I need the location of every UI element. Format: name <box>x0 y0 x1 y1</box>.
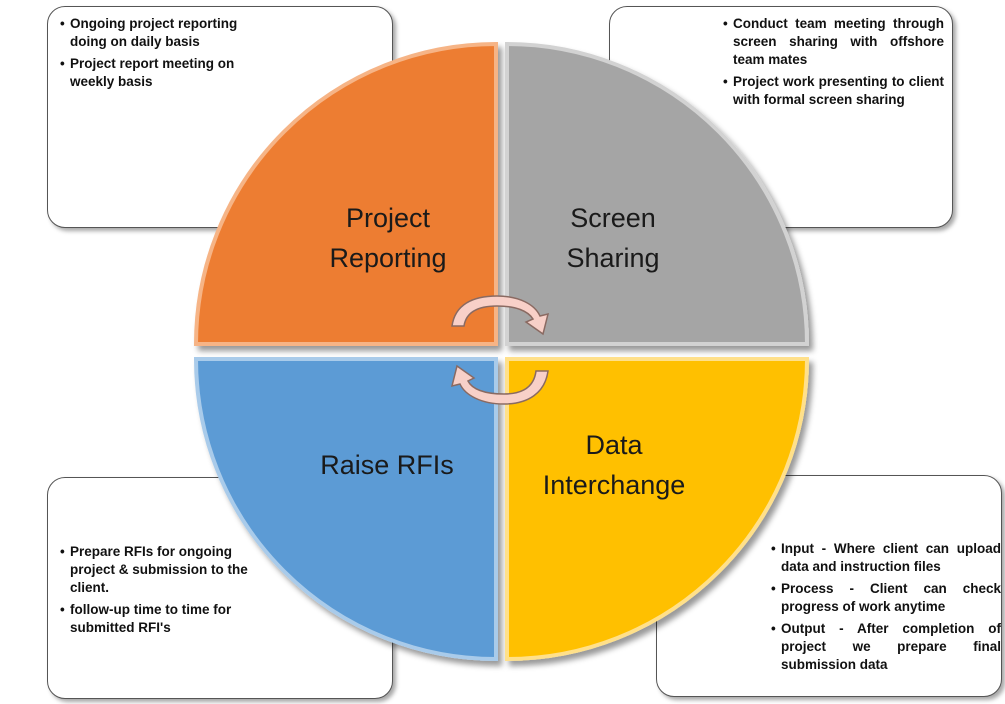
quadrant-raise-rfis <box>193 357 498 662</box>
note-item: Prepare RFIs for ongoing project & submi… <box>60 543 275 597</box>
note-item: Project work presenting to client with f… <box>723 73 944 109</box>
note-data-interchange: Input - Where client can upload data and… <box>656 475 1002 697</box>
label-line: Screen <box>570 203 656 233</box>
quadrant-screen-sharing <box>505 41 810 346</box>
quadrant-project-reporting <box>193 41 498 346</box>
label-line: Raise RFIs <box>320 450 454 480</box>
label-screen-sharing: Screen Sharing <box>513 198 713 278</box>
label-line: Data <box>585 430 643 460</box>
note-item: Project report meeting on weekly basis <box>60 55 265 91</box>
label-project-reporting: Project Reporting <box>288 198 488 278</box>
label-line: Project <box>345 203 431 233</box>
note-item: Ongoing project reporting doing on daily… <box>60 15 265 51</box>
note-item: Conduct team meeting through screen shar… <box>723 15 944 69</box>
label-line: Reporting <box>329 243 447 273</box>
note-item: Output - After completion of project we … <box>771 620 1001 674</box>
label-raise-rfis: Raise RFIs <box>287 445 487 485</box>
note-item: Process - Client can check progress of w… <box>771 580 1001 616</box>
label-line: Sharing <box>566 243 660 273</box>
note-item: follow-up time to time for submitted RFI… <box>60 601 275 637</box>
label-line: Interchange <box>542 470 686 500</box>
quadrant-data-interchange <box>505 357 810 662</box>
note-item: Input - Where client can upload data and… <box>771 540 1001 576</box>
circular-arrows-icon <box>450 295 550 405</box>
label-data-interchange: Data Interchange <box>514 425 714 505</box>
